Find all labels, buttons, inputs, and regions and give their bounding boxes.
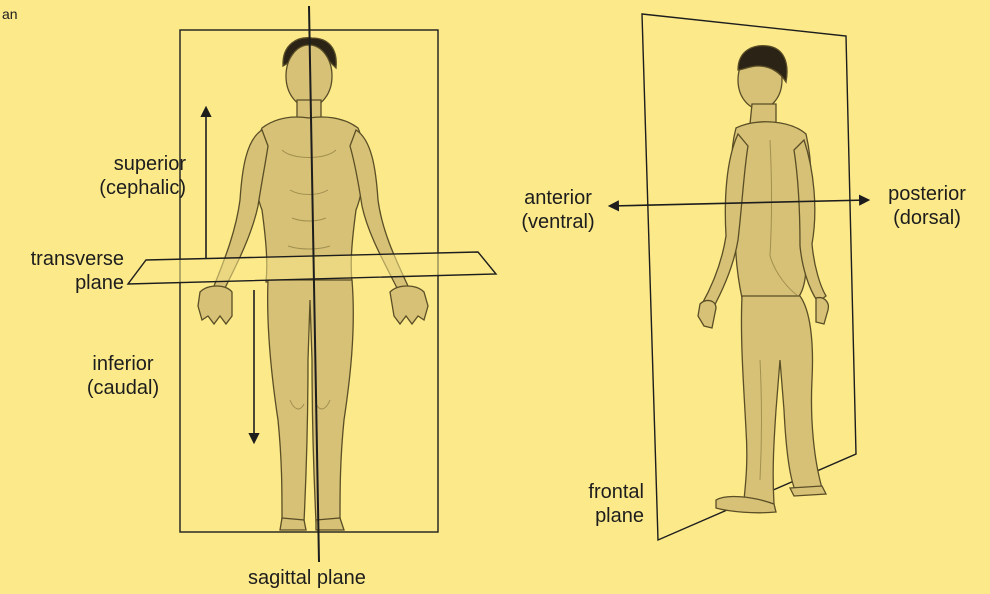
corner-text-fragment: an [2, 6, 18, 22]
inferior-label-line1: inferior [70, 352, 176, 376]
transverse-label: transverse plane [0, 247, 124, 295]
sagittal-label: sagittal plane [248, 566, 366, 590]
inferior-label-line2: (caudal) [70, 376, 176, 400]
anterior-label-line1: anterior [508, 186, 608, 210]
posterior-label-line1: posterior [872, 182, 982, 206]
transverse-label-line2: plane [0, 271, 124, 295]
posterior-label: posterior (dorsal) [872, 182, 982, 230]
transverse-label-line1: transverse [0, 247, 124, 271]
transverse-plane [128, 252, 496, 284]
inferior-label: inferior (caudal) [70, 352, 176, 400]
posterior-label-line2: (dorsal) [872, 206, 982, 230]
frontal-label-line1: frontal [560, 480, 644, 504]
frontal-label: frontal plane [560, 480, 644, 528]
frontal-label-line2: plane [560, 504, 644, 528]
anterior-label: anterior (ventral) [508, 186, 608, 234]
back-figure [698, 46, 828, 513]
superior-label-line2: (cephalic) [58, 176, 186, 200]
superior-label: superior (cephalic) [58, 152, 186, 200]
superior-label-line1: superior [58, 152, 186, 176]
anterior-label-line2: (ventral) [508, 210, 608, 234]
